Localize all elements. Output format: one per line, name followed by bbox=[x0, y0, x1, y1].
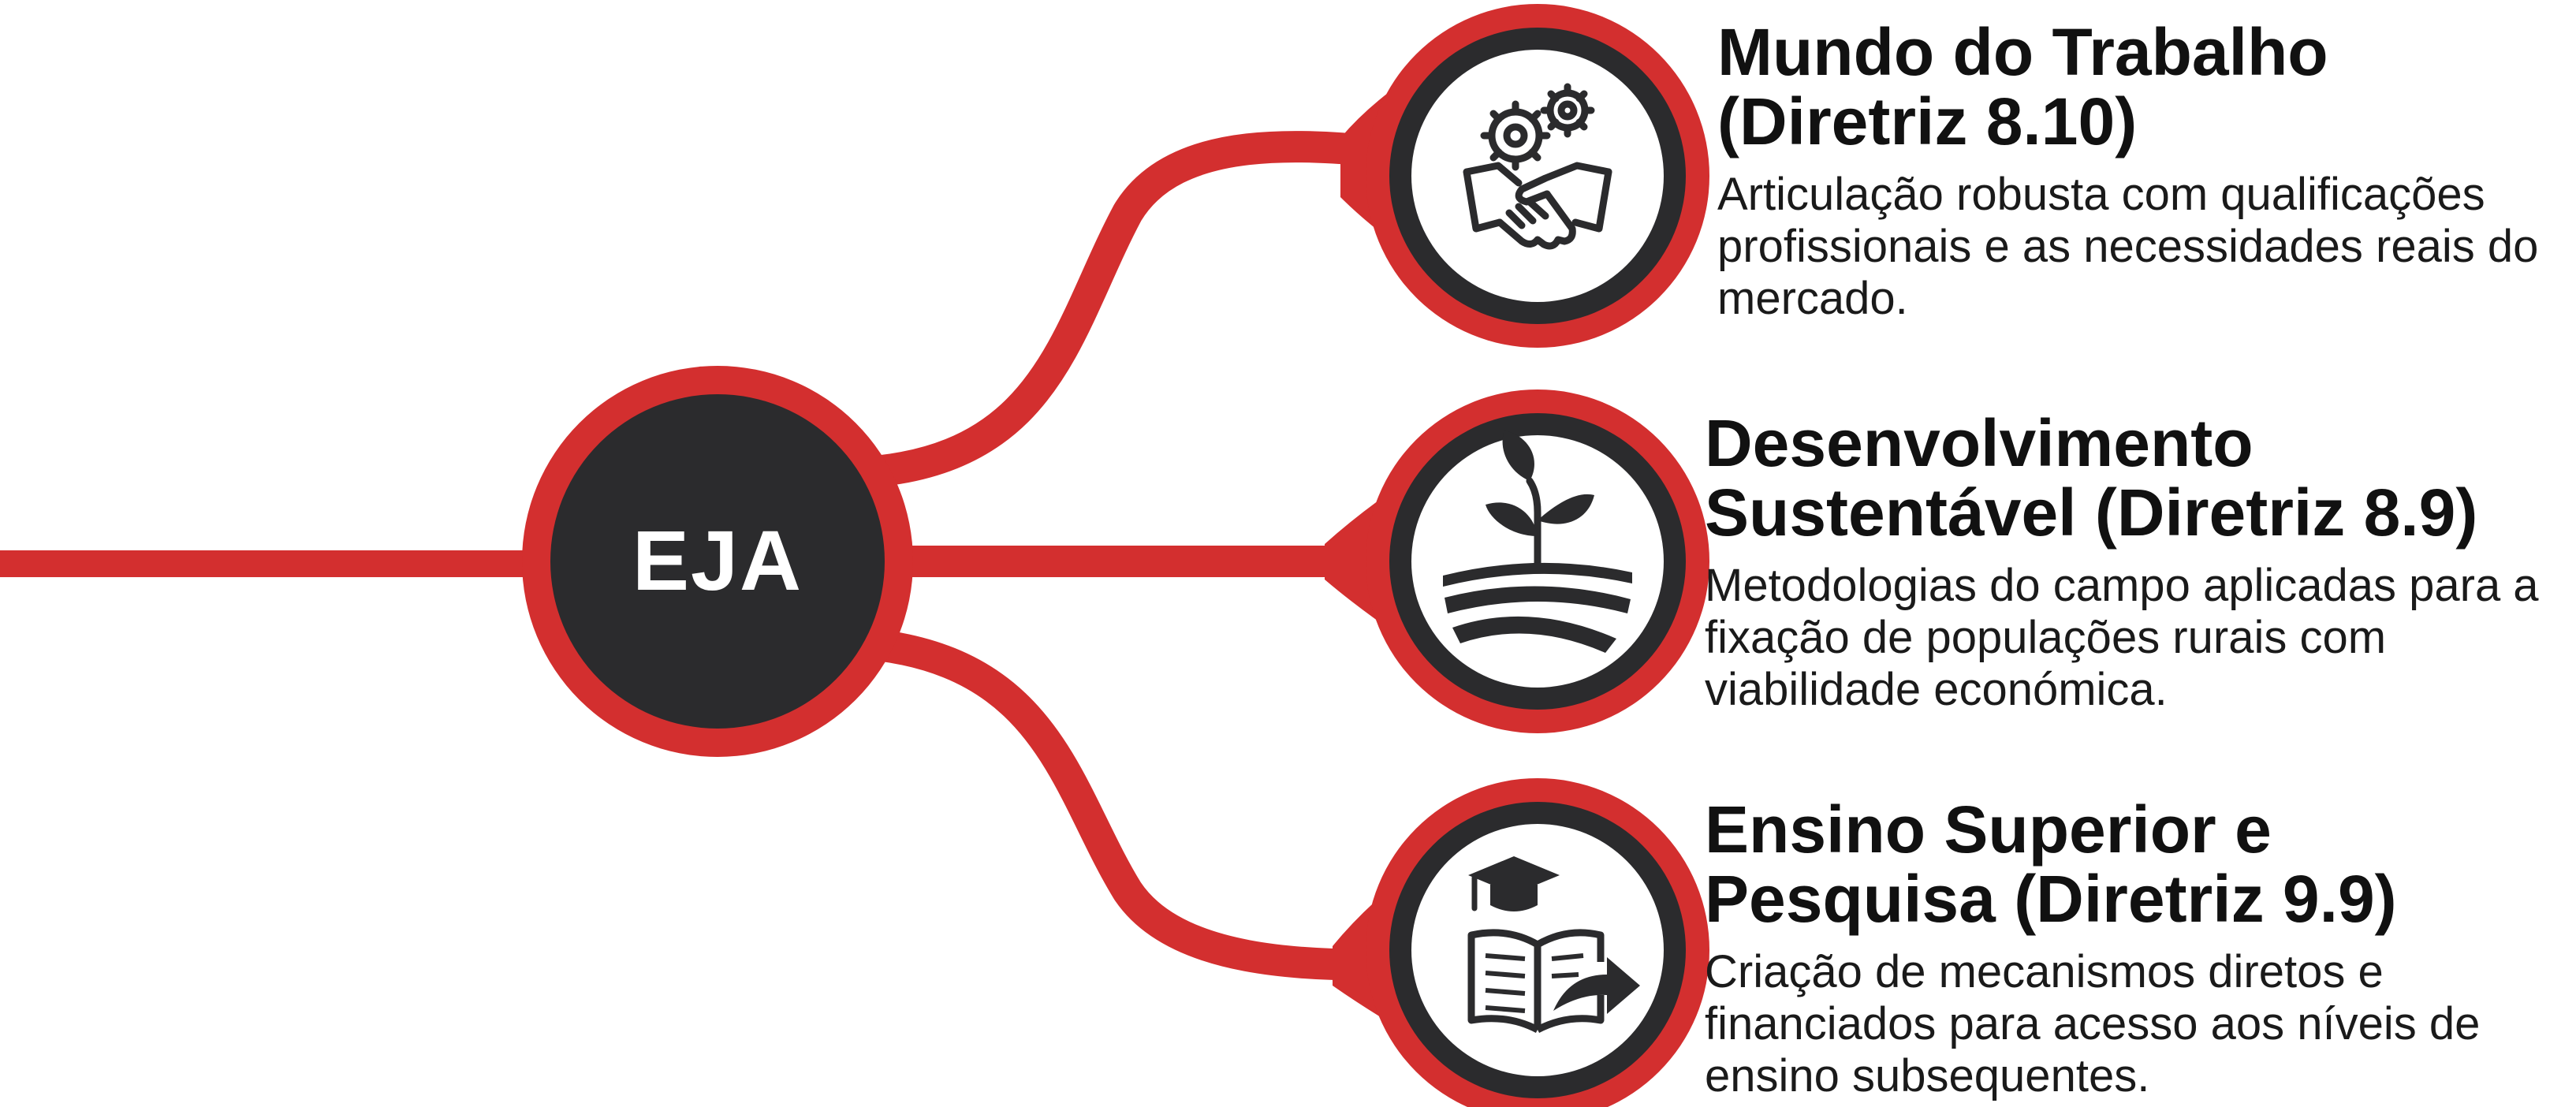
arrow-icon bbox=[1553, 957, 1640, 1014]
branch-1-description: Articulação robusta com qualificações pr… bbox=[1717, 169, 2539, 324]
mortarboard-base bbox=[1490, 885, 1538, 911]
open-book-icon bbox=[1467, 929, 1605, 1034]
leaf-right bbox=[1538, 494, 1594, 524]
plant-field-icon bbox=[1443, 430, 1632, 653]
gear-large-icon bbox=[1480, 100, 1551, 171]
handshake-icon bbox=[1463, 162, 1612, 250]
branch-2-text: Desenvolvimento Sustentável (Diretriz 8.… bbox=[1705, 408, 2556, 716]
branch-2-title: Desenvolvimento Sustentável (Diretriz 8.… bbox=[1705, 406, 2478, 550]
leaf-left bbox=[1486, 502, 1538, 536]
field-row-2 bbox=[1445, 586, 1631, 613]
branch-1-title: Mundo do Trabalho (Diretriz 8.10) bbox=[1717, 15, 2328, 158]
gear-small-icon bbox=[1540, 83, 1595, 138]
sprout-stem bbox=[1526, 477, 1541, 568]
branch-3-text: Ensino Superior e Pesquisa (Diretriz 9.9… bbox=[1705, 795, 2556, 1102]
branch-1-connector bbox=[836, 131, 1443, 489]
leaf-top bbox=[1502, 430, 1534, 481]
branch-3-connector bbox=[836, 627, 1435, 981]
field-row-1 bbox=[1443, 562, 1632, 587]
field-row-3 bbox=[1452, 616, 1616, 653]
branch-3-description: Criação de mecanismos diretos e financia… bbox=[1705, 946, 2481, 1101]
hub-label: EJA bbox=[632, 512, 803, 608]
gears-handshake-icon bbox=[1463, 83, 1612, 250]
branch-2-description: Metodologias do campo aplicadas para a f… bbox=[1705, 560, 2539, 715]
graduation-book-icon bbox=[1467, 856, 1640, 1034]
branch-1-text: Mundo do Trabalho (Diretriz 8.10) Articu… bbox=[1717, 17, 2553, 325]
node-1-face bbox=[1411, 50, 1664, 302]
hub-circle bbox=[550, 394, 885, 729]
branch-3-title: Ensino Superior e Pesquisa (Diretriz 9.9… bbox=[1705, 792, 2397, 936]
